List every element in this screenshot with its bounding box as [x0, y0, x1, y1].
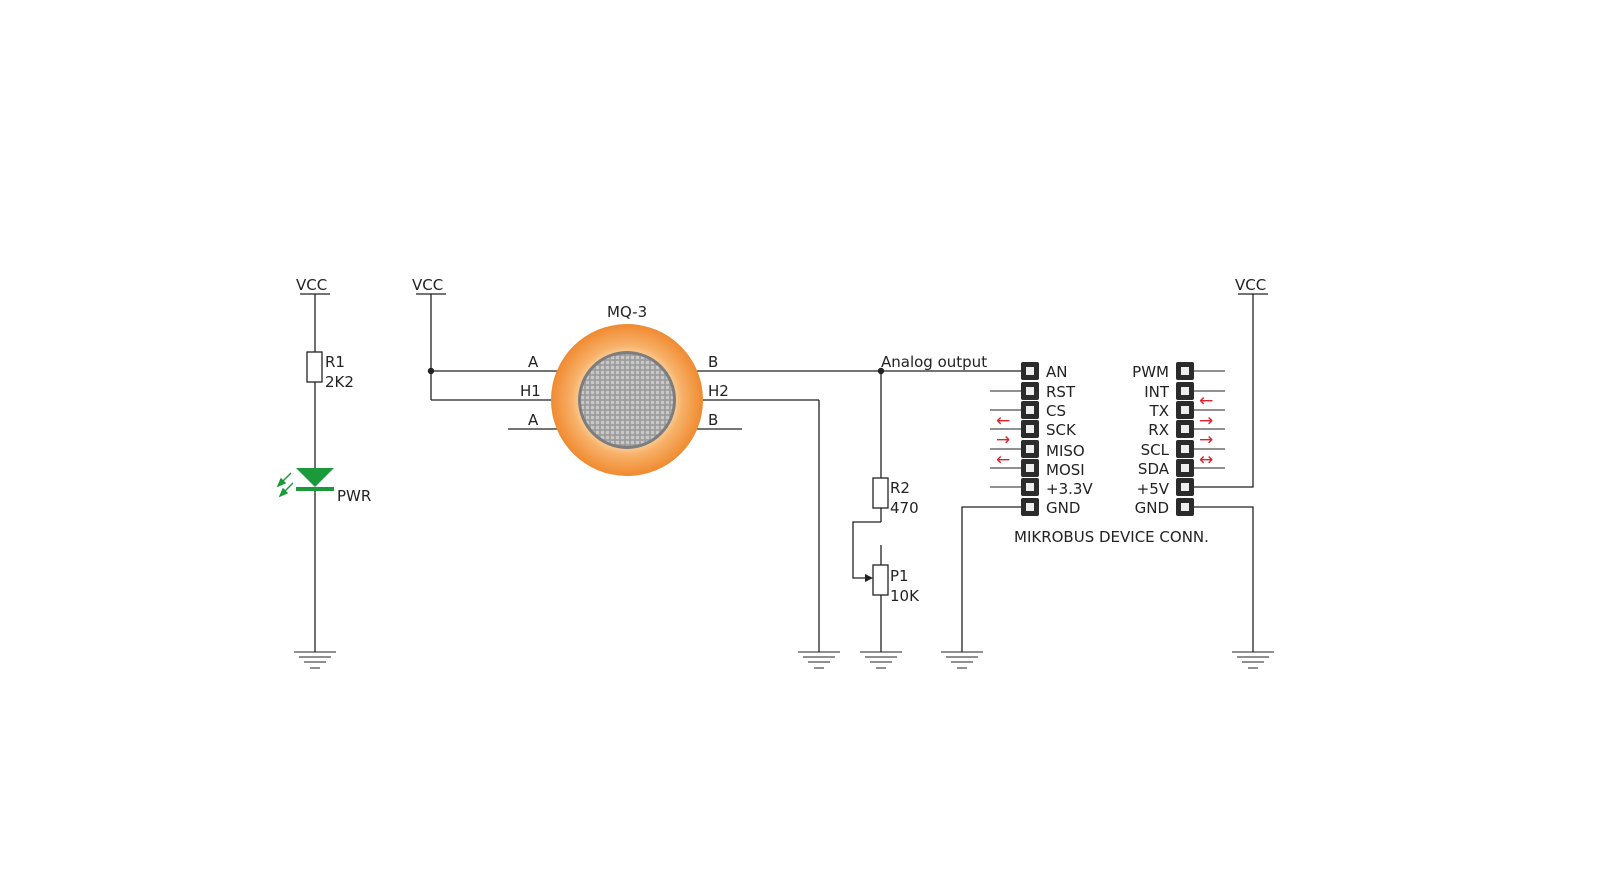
- arrow-rx-icon: →: [1199, 430, 1213, 450]
- vcc-label-led: VCC: [296, 276, 327, 294]
- header-pin-gnd-right: [1176, 498, 1194, 516]
- pin-label-sck: SCK: [1046, 421, 1077, 439]
- pin-h1-label: H1: [520, 382, 541, 400]
- right-stubs: [1194, 370, 1225, 469]
- pin-label-an: AN: [1046, 363, 1067, 381]
- arrow-tx-icon: →: [1199, 411, 1213, 431]
- wire-gnd-left: [961, 506, 1021, 652]
- header-pin-miso: [1021, 440, 1039, 458]
- left-stubs: [990, 390, 1021, 488]
- pin-h2-label: H2: [708, 382, 729, 400]
- r1-value: 2K2: [325, 373, 354, 391]
- header-pin-an: [1021, 362, 1039, 380]
- mikrobus-connector: AN RST CS SCK MISO MOSI +3.3V GND ← → ←: [941, 276, 1274, 669]
- pin-label-tx: TX: [1149, 402, 1169, 420]
- pin-label-sda: SDA: [1138, 460, 1170, 478]
- header-pin-cs: [1021, 401, 1039, 419]
- arrow-sck-icon: →: [996, 430, 1010, 450]
- right-header: [1176, 362, 1194, 516]
- pin-label-mosi: MOSI: [1046, 461, 1085, 479]
- pin-label-rx: RX: [1148, 421, 1169, 439]
- wiper-arrow-icon: [865, 574, 873, 582]
- ground-icon-led: [294, 651, 336, 669]
- pin-label-pwm: PWM: [1132, 363, 1169, 381]
- sensor-mesh-icon: [581, 354, 673, 446]
- ground-icon-p1: [860, 651, 902, 669]
- header-pin-int: [1176, 382, 1194, 400]
- header-pin-tx: [1176, 401, 1194, 419]
- header-pin-mosi: [1021, 459, 1039, 477]
- arrow-int-icon: ←: [1199, 391, 1213, 411]
- sensor-circuit: VCC MQ-3 A H1 A B H2 B: [412, 276, 1022, 669]
- arrow-cs-icon: ←: [996, 411, 1010, 431]
- arrow-miso-icon: ←: [996, 450, 1010, 470]
- led-ref: PWR: [337, 487, 371, 505]
- resistor-r1: [306, 351, 323, 383]
- header-pin-gnd-left: [1021, 498, 1039, 516]
- header-pin-sda: [1176, 459, 1194, 477]
- header-pin-5v: [1176, 478, 1194, 496]
- left-direction-arrows: ← → ←: [996, 411, 1010, 470]
- vcc-label-sensor: VCC: [412, 276, 443, 294]
- mikrobus-title: MIKROBUS DEVICE CONN.: [1014, 528, 1209, 546]
- resistor-r2: [872, 477, 889, 509]
- wire-5v-vcc: [1194, 294, 1254, 488]
- pin-label-gnd-left: GND: [1046, 499, 1080, 517]
- pin-label-cs: CS: [1046, 402, 1066, 420]
- pin-label-miso: MISO: [1046, 442, 1085, 460]
- led-circuit: VCC R1 2K2 PWR: [276, 276, 371, 669]
- header-pin-rx: [1176, 420, 1194, 438]
- potentiometer-p1: [872, 564, 889, 596]
- r2-ref: R2: [890, 479, 910, 497]
- pin-b-top-label: B: [708, 353, 718, 371]
- ground-icon-mikrobus-right: [1232, 651, 1274, 669]
- output-divider: Analog output R2 470 P1 10K: [852, 353, 987, 669]
- ground-icon-h2: [798, 651, 840, 669]
- vcc-label-mikrobus: VCC: [1235, 276, 1266, 294]
- ground-icon-mikrobus-left: [941, 651, 983, 669]
- pin-a-top-label: A: [528, 353, 539, 371]
- arrow-scl-icon: ↔: [1199, 450, 1213, 470]
- pin-label-int: INT: [1144, 383, 1170, 401]
- led-light-arrows-icon: [276, 472, 294, 498]
- header-pin-sck: [1021, 420, 1039, 438]
- pin-label-5v: +5V: [1137, 480, 1170, 498]
- header-pin-rst: [1021, 382, 1039, 400]
- pin-label-rst: RST: [1046, 383, 1076, 401]
- wire-wiper: [852, 521, 881, 579]
- analog-output-label: Analog output: [881, 353, 987, 371]
- led-cathode-bar: [296, 487, 334, 491]
- r2-value: 470: [890, 499, 919, 517]
- led-pwr-icon: [296, 468, 334, 487]
- pin-label-gnd-right: GND: [1135, 499, 1169, 517]
- p1-value: 10K: [890, 587, 920, 605]
- p1-ref: P1: [890, 567, 909, 585]
- header-pin-scl: [1176, 440, 1194, 458]
- left-header: [1021, 362, 1039, 516]
- wire-gnd-right: [1194, 506, 1254, 652]
- header-pin-pwm: [1176, 362, 1194, 380]
- r1-ref: R1: [325, 353, 345, 371]
- header-pin-3v3: [1021, 478, 1039, 496]
- right-direction-arrows: ← → → ↔: [1199, 391, 1213, 470]
- sensor-name: MQ-3: [607, 303, 647, 321]
- pin-label-scl: SCL: [1141, 441, 1170, 459]
- pin-label-3v3: +3.3V: [1046, 480, 1093, 498]
- pin-a-bottom-label: A: [528, 411, 539, 429]
- pin-b-bottom-label: B: [708, 411, 718, 429]
